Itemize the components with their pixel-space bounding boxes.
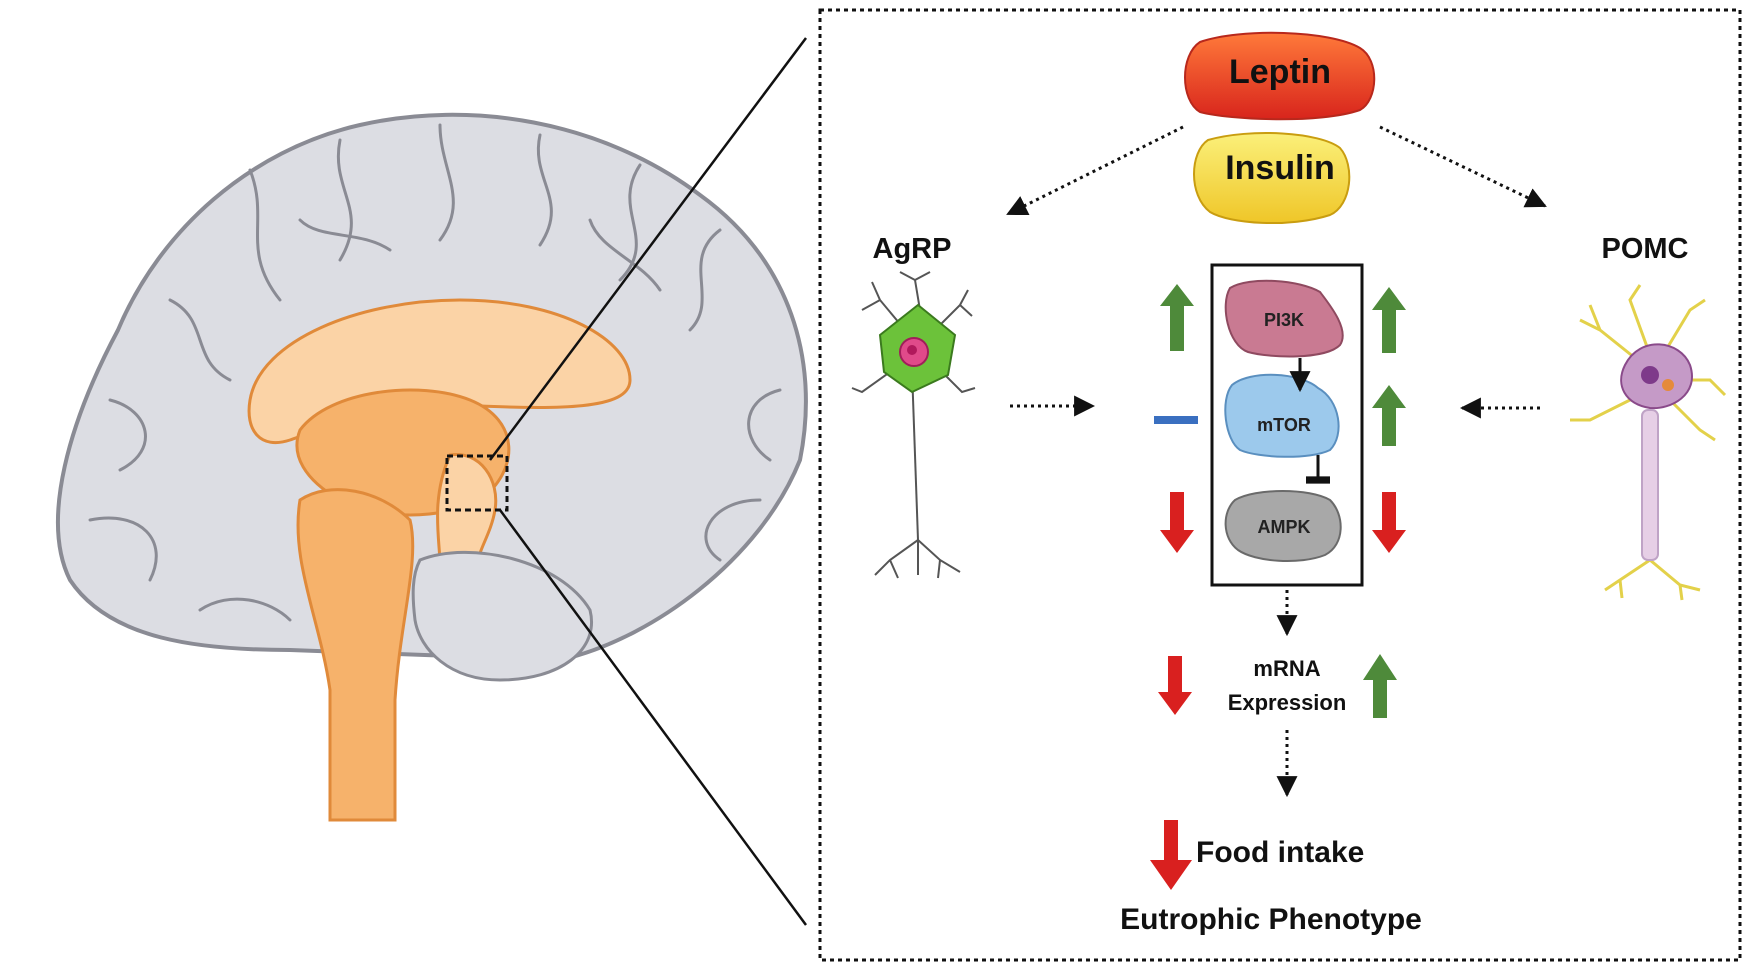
agrp-neuron xyxy=(851,271,976,579)
brain-illustration xyxy=(56,112,808,822)
pomc-label: POMC xyxy=(1601,233,1689,265)
agrp-pi3k-up-arrow xyxy=(1160,284,1194,351)
zoom-line-bottom xyxy=(498,509,808,926)
pomc-pi3k-up-arrow xyxy=(1372,287,1406,353)
zoom-line-top xyxy=(488,37,808,461)
pomc-mtor-up-arrow xyxy=(1372,385,1406,446)
leptin-label: Leptin xyxy=(1229,53,1331,91)
arrow-to-agrp xyxy=(1006,125,1184,216)
pi3k-label: PI3K xyxy=(1263,310,1305,330)
agrp-mrna-down-arrow xyxy=(1158,656,1192,715)
insulin-label: Insulin xyxy=(1225,149,1335,187)
hypothalamus-zoom-box xyxy=(445,454,509,512)
ampk-label: AMPK xyxy=(1257,517,1311,537)
pomc-ampk-down-arrow xyxy=(1372,492,1406,553)
mrna-label-line2: Expression xyxy=(1227,690,1347,715)
insulin-blob xyxy=(1193,132,1351,225)
pomc-neuron xyxy=(1570,284,1727,601)
mrna-label: mRNA Expression xyxy=(1228,652,1347,720)
pomc-mrna-up-arrow xyxy=(1363,654,1397,718)
ampk-blob xyxy=(1224,490,1342,563)
pathway-box xyxy=(1210,263,1364,587)
phenotype-label: Eutrophic Phenotype xyxy=(1120,903,1422,936)
food-intake-label: Food intake xyxy=(1196,836,1365,869)
cerebellum xyxy=(411,550,593,682)
pi3k-blob xyxy=(1224,279,1344,358)
brainstem xyxy=(296,488,415,822)
agrp-label: AgRP xyxy=(872,233,952,265)
agrp-ampk-down-arrow xyxy=(1160,492,1194,553)
leptin-blob xyxy=(1184,31,1376,121)
gyri xyxy=(88,123,782,622)
detail-panel xyxy=(818,8,1742,962)
food-intake-down-arrow xyxy=(1150,820,1192,890)
mrna-label-line1: mRNA xyxy=(1253,656,1321,681)
agrp-mtor-no-change-bar xyxy=(1154,416,1198,424)
arrow-to-pomc xyxy=(1379,125,1547,208)
mtor-label: mTOR xyxy=(1257,415,1311,435)
